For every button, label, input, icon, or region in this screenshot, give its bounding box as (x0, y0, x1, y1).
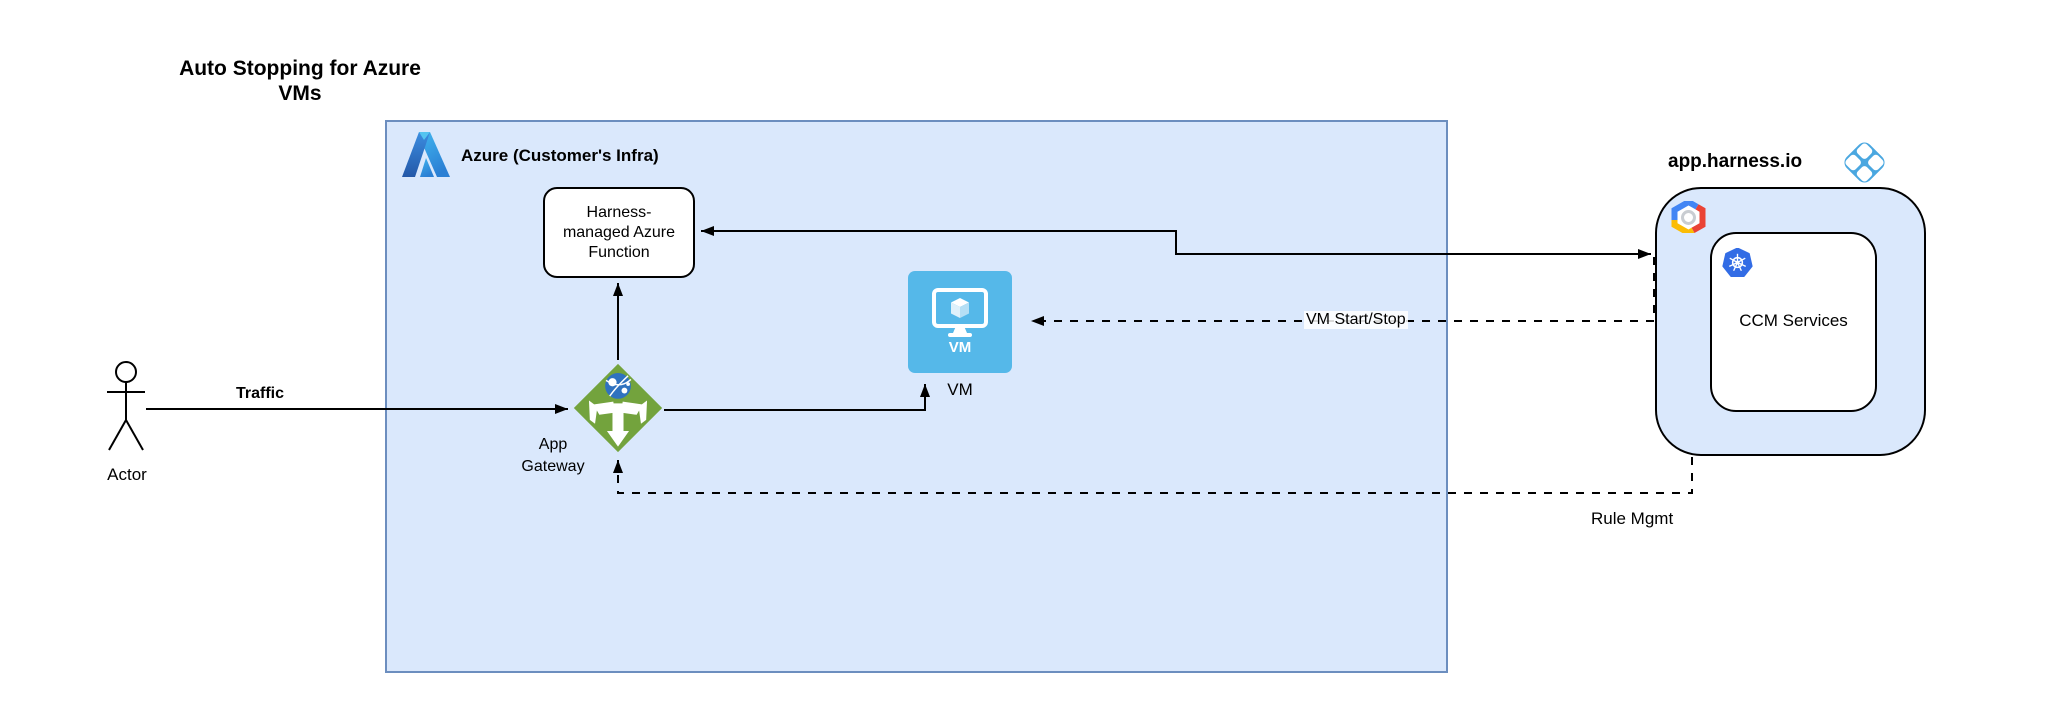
harness-group-label: app.harness.io (1668, 151, 1803, 172)
harness-logo-icon (1840, 138, 1888, 186)
vm-node-label: VM (947, 380, 973, 399)
azure-function-label-line-2: managed Azure (562, 223, 676, 241)
azure-function-label-line-3: Function (588, 243, 650, 261)
actor-label: Actor (107, 465, 147, 484)
kubernetes-wheel-svg (1722, 247, 1753, 278)
app-gateway-label-line-1: App (538, 436, 568, 453)
app-gateway-label: App Gateway (505, 434, 601, 478)
actor-stick-figure-icon (107, 361, 145, 451)
gcp-hexagon-svg (1671, 198, 1706, 237)
vm-node: VM (908, 271, 1012, 373)
ccm-services-label: CCM Services (1739, 311, 1848, 330)
diagram-title: Auto Stopping for Azure VMs (150, 56, 450, 106)
azure-group-label: Azure (Customer's Infra) (461, 146, 659, 165)
app-gateway-label-line-2: Gateway (521, 458, 585, 475)
traffic-edge-label: Traffic (236, 385, 285, 402)
azure-logo-icon (402, 132, 450, 177)
kubernetes-icon (1722, 247, 1753, 278)
app-gateway-diamond-icon (573, 363, 663, 453)
azure-logo-svg (402, 132, 450, 177)
actor-node (104, 360, 150, 456)
azure-function-node: Harness- managed Azure Function (543, 187, 695, 278)
rule-mgmt-edge-label: Rule Mgmt (1591, 509, 1674, 528)
vm-start-stop-edge-label: VM Start/Stop (1304, 311, 1408, 329)
app-gateway-node (572, 362, 664, 454)
harness-logo-diamond (1840, 138, 1888, 186)
diagram-title-line-2: VMs (278, 82, 322, 105)
azure-function-label-line-1: Harness- (586, 203, 652, 221)
google-cloud-logo-icon (1671, 198, 1706, 237)
vm-monitor-icon (932, 288, 988, 337)
diagram-title-line-1: Auto Stopping for Azure (179, 57, 421, 80)
vm-icon-label: VM (948, 339, 972, 356)
